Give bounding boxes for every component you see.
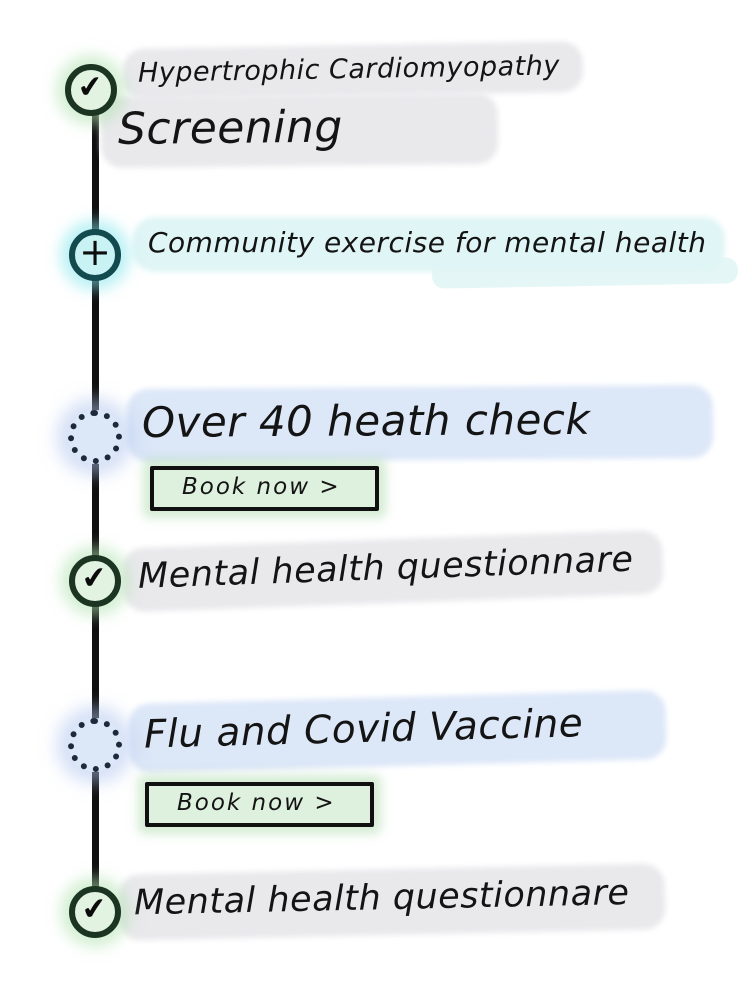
book-now-button-over-40-check[interactable]: Book now > bbox=[150, 466, 379, 511]
step-4-label: Mental health questionnare bbox=[127, 534, 659, 608]
check-icon: ✔ bbox=[80, 559, 110, 598]
step-4-completed-circle: ✔ bbox=[69, 555, 121, 607]
step-2-label: Community exercise for mental health bbox=[138, 222, 721, 267]
plus-icon: + bbox=[79, 230, 111, 274]
step-6-label: Mental health questionnare bbox=[123, 868, 661, 936]
step-1-label-line-1: Hypertrophic Cardiomyopathy bbox=[127, 46, 579, 95]
step-3-pending-circle bbox=[68, 410, 122, 464]
step-5-pending-circle bbox=[68, 718, 122, 772]
timeline-line bbox=[92, 88, 99, 914]
step-1-label-line-2: Screening bbox=[105, 97, 494, 164]
step-3-label: Over 40 heath check bbox=[131, 389, 709, 458]
check-icon: ✔ bbox=[76, 68, 106, 107]
book-now-button-flu-covid-vaccine[interactable]: Book now > bbox=[145, 782, 374, 827]
step-1-completed-circle: ✔ bbox=[65, 64, 117, 116]
step-2-add-circle[interactable]: + bbox=[69, 229, 121, 281]
check-icon: ✔ bbox=[80, 890, 110, 929]
step-6-completed-circle: ✔ bbox=[69, 886, 121, 938]
step-5-label: Flu and Covid Vaccine bbox=[133, 695, 663, 768]
